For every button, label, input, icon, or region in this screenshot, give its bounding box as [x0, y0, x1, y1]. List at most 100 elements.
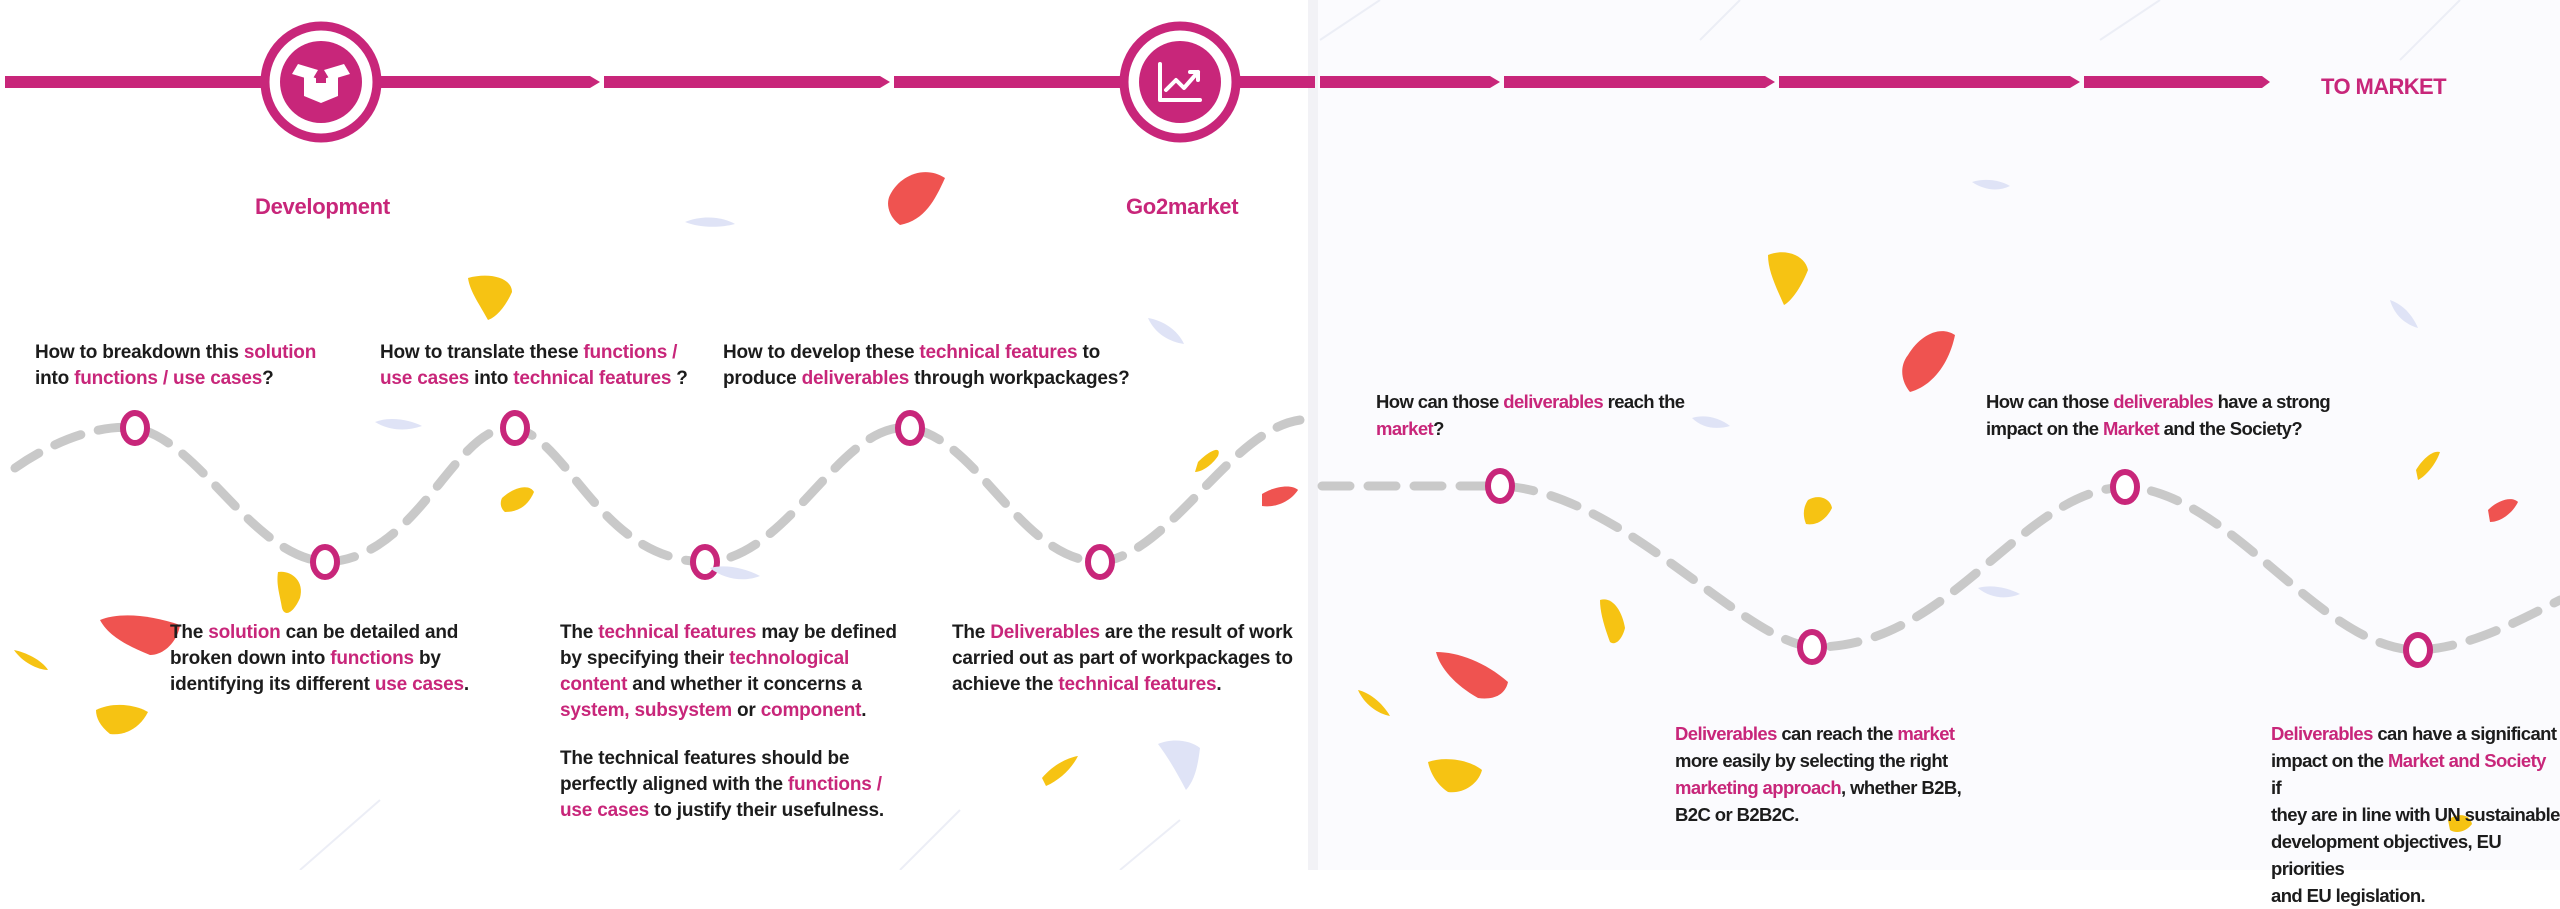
highlight-text: deliverables — [801, 368, 910, 389]
body-text: can have a significant — [2372, 723, 2557, 744]
petal-yellow-shape — [1195, 449, 1219, 472]
highlight-text: Deliverables — [1675, 723, 1777, 744]
body-text: can be detailed and — [280, 622, 459, 643]
step-3-question: How to translate these functions /use ca… — [380, 340, 688, 392]
highlight-text: use cases — [374, 674, 464, 695]
body-text: can reach the — [1776, 723, 1898, 744]
petal-lavender-shape — [1148, 318, 1184, 344]
highlight-text: system, subsystem — [560, 700, 732, 721]
highlight-text: content — [560, 674, 628, 695]
highlight-text: functions / use cases — [74, 368, 263, 389]
highlight-text: Deliverables — [990, 622, 1100, 643]
body-text: they are in line with UN sustainable — [2271, 804, 2560, 825]
step-marker-4 — [690, 544, 720, 580]
body-text: How to translate these — [380, 342, 584, 363]
body-text: and the Society? — [2159, 418, 2303, 439]
petal-red-shape — [1262, 486, 1298, 507]
highlight-text: functions — [330, 648, 414, 669]
petal-lavender-shape — [710, 566, 760, 580]
petal-yellow-shape — [468, 275, 512, 320]
body-text: broken down into — [170, 648, 331, 669]
highlight-text: Market — [2103, 418, 2160, 439]
petal-lavender-shape — [685, 217, 735, 227]
step-1-question: How to breakdown this solution into funct… — [35, 340, 316, 392]
body-text: identifying its different — [170, 674, 375, 695]
body-text: or — [731, 700, 761, 721]
step-marker-10 — [2403, 632, 2433, 668]
body-text: reach the — [1603, 391, 1685, 412]
petal-lavender-shape — [1692, 416, 1730, 428]
body-text: How to breakdown this — [35, 342, 244, 363]
go2market-label: Go2market — [1126, 194, 1239, 219]
dashed-path-left — [10, 415, 1305, 567]
highlight-text: technical features — [919, 342, 1078, 363]
body-text: into — [469, 368, 514, 389]
body-text: and EU legislation. — [2271, 885, 2426, 906]
step-marker-2 — [310, 544, 340, 580]
roadmap-infographic: Development Go2market TO MARKET How to b… — [5, 0, 2560, 906]
step-7-question: How can those deliverables reach the mark… — [1376, 388, 1685, 442]
body-text: , whether B2B, — [1841, 777, 1962, 798]
highlight-text: functions / — [583, 342, 678, 363]
step-marker-5 — [895, 410, 925, 446]
highlight-text: solution — [243, 342, 317, 363]
body-text: by — [413, 648, 441, 669]
body-text: development objectives, EU priorities — [2271, 831, 2502, 879]
petal-yellow-shape — [1428, 759, 1482, 793]
timeline-segment — [380, 76, 600, 88]
highlight-text: deliverables — [1503, 391, 1604, 412]
petal-red-shape — [1436, 652, 1508, 699]
body-text: produce — [723, 368, 802, 389]
step-text: How to develop these technical features … — [723, 340, 1130, 392]
petal-yellow-shape — [1358, 690, 1390, 716]
timeline-segment — [604, 76, 890, 88]
petal-lavender-shape — [1158, 740, 1200, 790]
highlight-text: marketing approach — [1675, 777, 1842, 798]
body-text: into — [35, 368, 75, 389]
highlight-text: technical features — [513, 368, 672, 389]
body-text: The — [952, 622, 991, 643]
highlight-text: technological — [729, 648, 850, 669]
body-text: have a strong — [2213, 391, 2331, 412]
highlight-text: market — [1376, 418, 1434, 439]
panel-divider — [1308, 0, 1318, 870]
step-5-question: How to develop these technical features … — [723, 340, 1130, 392]
highlight-text: Deliverables — [2271, 723, 2373, 744]
highlight-text: market — [1897, 723, 1955, 744]
step-text: How to breakdown this solution into funct… — [35, 340, 316, 392]
highlight-text: technical features — [1058, 674, 1217, 695]
highlight-text: component — [760, 700, 862, 721]
petal-yellow-shape — [2416, 451, 2440, 480]
highlight-text: use cases — [560, 800, 650, 821]
step-marker-8 — [1797, 629, 1827, 665]
body-text: perfectly aligned with the — [560, 774, 788, 795]
body-text: may be defined — [756, 622, 897, 643]
petal-yellow-shape — [14, 650, 48, 670]
body-text: impact on the — [2271, 750, 2388, 771]
body-text: How can those — [1986, 391, 2114, 412]
step-marker-1 — [120, 410, 150, 446]
body-text: ? — [1433, 418, 1444, 439]
decorative-petals — [14, 172, 2518, 832]
timeline-segment — [1320, 76, 1500, 88]
body-text: are the result of work — [1099, 622, 1293, 643]
body-text: impact on the — [1986, 418, 2103, 439]
body-text: ? — [671, 368, 688, 389]
development-milestone — [260, 21, 382, 143]
body-text: How to develop these — [723, 342, 920, 363]
petal-red-shape — [888, 172, 945, 225]
body-text: How can those — [1376, 391, 1504, 412]
body-text: and whether it concerns a — [627, 674, 862, 695]
background-line — [299, 799, 1181, 870]
timeline-segment — [1504, 76, 1775, 88]
petal-red-shape — [1902, 331, 1955, 392]
highlight-text: technical features — [598, 622, 757, 643]
to-market-label: TO MARKET — [2321, 74, 2447, 99]
open-box-icon — [292, 64, 350, 103]
